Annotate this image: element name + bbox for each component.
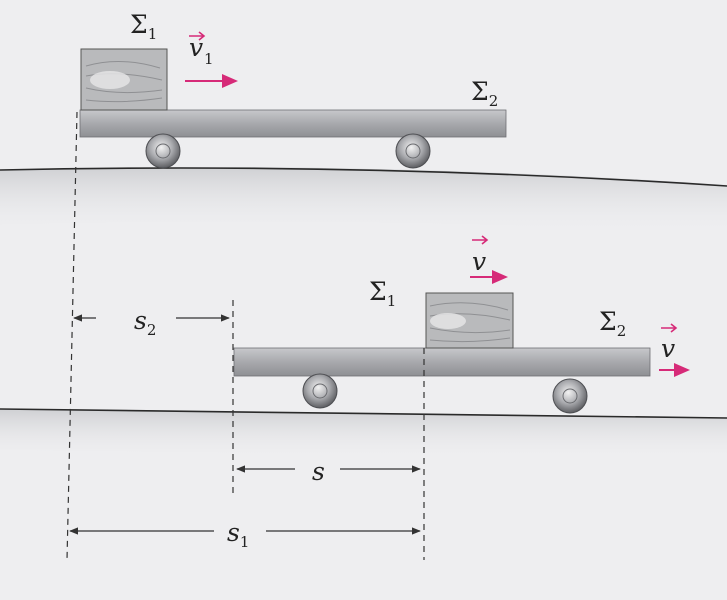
bottom-block-label: Σ1 <box>369 277 396 310</box>
bottom-block-velocity-symbol: v <box>472 247 486 276</box>
dimension-s: s <box>236 457 421 486</box>
dimension-s1: s1 <box>69 518 421 551</box>
svg-text:s1: s1 <box>227 518 249 551</box>
bottom-plank-velocity-hat-icon <box>661 323 678 333</box>
top-ground-shadow <box>0 167 727 235</box>
bottom-plank-velocity: v <box>659 323 690 377</box>
bottom-ground-shadow <box>0 409 727 460</box>
top-velocity-symbol: v <box>189 33 203 62</box>
top-plank-label: Σ2 <box>471 77 498 110</box>
bottom-plank-velocity-symbol: v <box>661 334 675 363</box>
bottom-wheel-right <box>552 378 588 414</box>
dashed-line-start <box>66 111 78 561</box>
top-wheel-right <box>395 133 431 169</box>
bottom-ground-line <box>0 408 727 419</box>
svg-text:s: s <box>312 457 325 486</box>
bottom-wheel-left <box>302 373 338 409</box>
top-ground-line <box>0 167 727 187</box>
top-block-label: Σ1 <box>130 10 157 43</box>
bottom-block-sigma1 <box>425 292 514 349</box>
bottom-plank-velocity-arrow-icon <box>659 363 690 377</box>
top-plank-sigma2 <box>79 109 507 138</box>
top-velocity-arrow-icon <box>185 74 238 88</box>
top-wheel-left <box>145 133 181 169</box>
bottom-plank-sigma2 <box>233 347 651 377</box>
bottom-plank-label: Σ2 <box>599 307 626 340</box>
bottom-block-velocity-arrow-icon <box>470 270 508 284</box>
svg-text:s2: s2 <box>134 306 156 339</box>
top-velocity-subscript: 1 <box>204 50 214 68</box>
top-velocity-v1: v 1 <box>185 31 238 88</box>
bottom-block-velocity-hat-icon <box>472 235 489 245</box>
top-velocity-vector-hat-icon <box>189 31 206 41</box>
top-block-sigma1 <box>80 48 168 111</box>
reference-lines <box>66 111 425 561</box>
bottom-scene: Σ1 v Σ2 v <box>0 235 727 460</box>
top-scene: Σ1 v 1 Σ2 <box>0 10 727 235</box>
dimension-s2: s2 <box>73 306 230 339</box>
bottom-block-velocity: v <box>470 235 508 284</box>
